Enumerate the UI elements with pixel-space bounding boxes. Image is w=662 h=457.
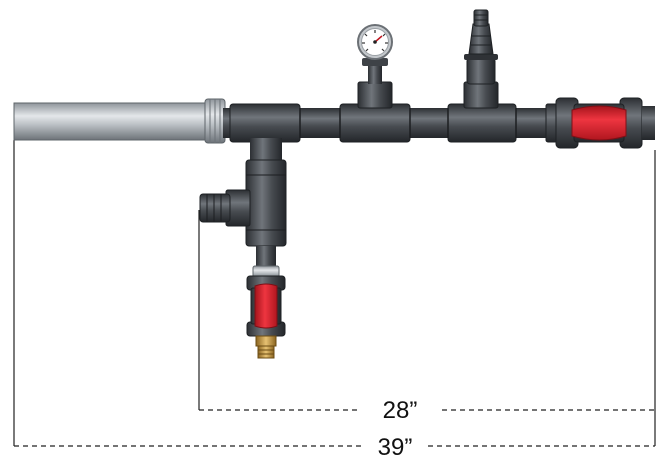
lower-tee-fitting [245,159,287,247]
inlet-tee-fitting [229,103,301,143]
bypass-ball-valve-icon [246,246,286,337]
hose-bib-icon [199,193,231,223]
pressure-gauge-icon [357,24,393,84]
gauge-tee-fitting [339,103,411,143]
injector-tee-fitting [447,103,517,143]
main-ball-valve-icon [555,97,655,149]
inner-dimension-label: 28” [383,397,418,424]
injector-valve-icon [464,9,498,85]
outer-dimension-label: 39” [378,434,413,457]
brass-fitting-icon [255,335,277,359]
steel-inlet-pipe [13,98,226,144]
bypass-drop-pipe [225,138,287,247]
dimension-lines: 28” 39” [13,140,656,457]
main-manifold-pipe [223,81,563,143]
